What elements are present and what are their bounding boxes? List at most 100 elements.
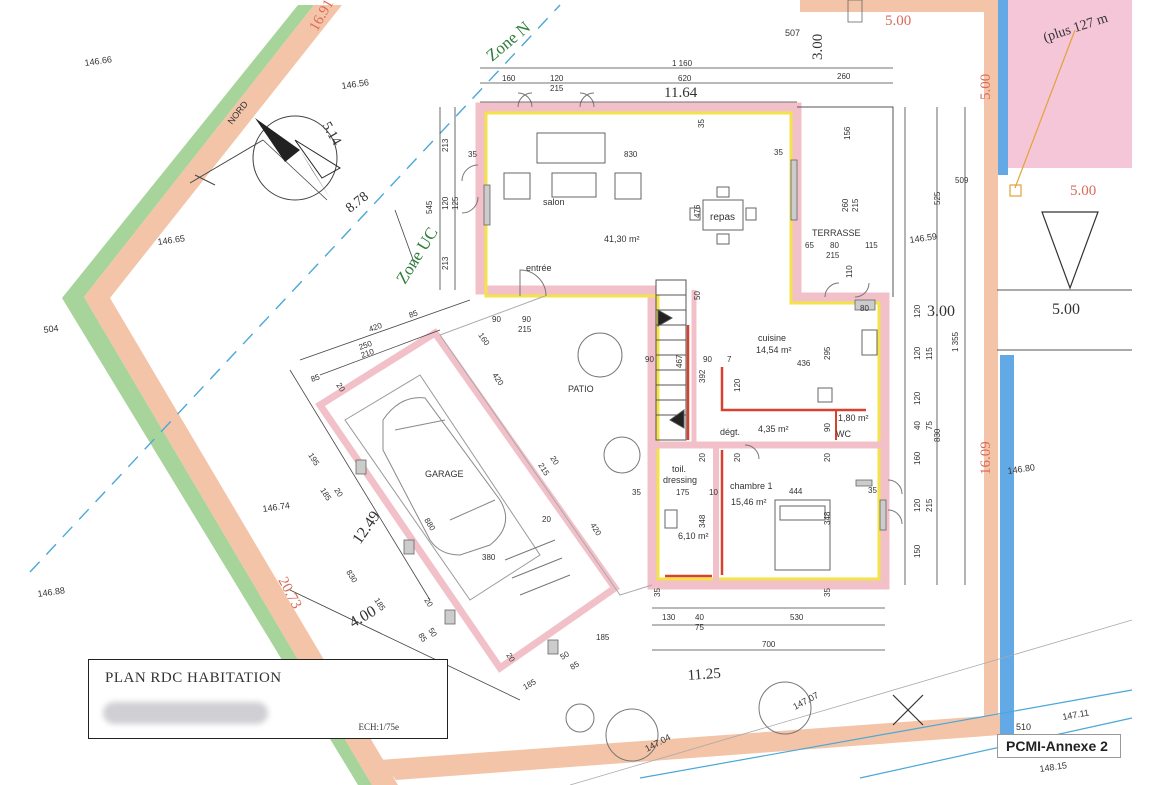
elevation: 147.11 [1062, 707, 1090, 722]
dim: 250 [358, 339, 374, 352]
room-garage: GARAGE [425, 469, 464, 479]
dim: 392 [698, 369, 707, 383]
dim: 260 [841, 198, 850, 212]
dim: 530 [790, 613, 804, 622]
living-area: 41,30 m² [604, 234, 640, 244]
dim: 50 [559, 649, 572, 662]
setback-strip-right [984, 0, 998, 735]
dim: 40 [913, 421, 922, 430]
elevation: 146.66 [84, 54, 113, 68]
dim: 125 [451, 196, 460, 210]
dim: 130 [662, 613, 676, 622]
dim: 185 [522, 677, 539, 692]
dim: 545 [425, 200, 434, 214]
room-patio: PATIO [568, 384, 594, 394]
dim: 120 [913, 498, 922, 512]
boundary-length: 5.00 [1070, 183, 1096, 199]
dim: 380 [482, 553, 496, 562]
dim: 85 [310, 372, 322, 384]
dim: 1 160 [672, 59, 693, 68]
room-dressing: dressing [663, 475, 697, 485]
annex-label: PCMI-Annexe 2 [1006, 738, 1108, 754]
setback-value: 12.49 [349, 508, 384, 547]
dim: 348 [823, 511, 832, 525]
elevation: 148.15 [1039, 760, 1068, 774]
dim: 20 [542, 515, 551, 524]
boundary-length: 5.00 [1052, 301, 1080, 318]
boundary-length: 5.00 [978, 74, 994, 100]
setback-strip-bottom [380, 715, 1000, 780]
annex-label-box: PCMI-Annexe 2 [997, 734, 1121, 758]
zone-boundary-line [29, 4, 561, 573]
room-chambre: chambre 1 [730, 481, 773, 491]
elevation: 146.74 [262, 500, 291, 514]
dim: 1 355 [951, 331, 960, 352]
dim: 115 [865, 241, 878, 250]
dim: 85 [569, 659, 582, 672]
dim: 213 [441, 138, 450, 152]
dim: 150 [913, 544, 922, 558]
dim: 467 [675, 354, 684, 368]
elevation: 146.65 [157, 233, 186, 247]
dim: 420 [490, 371, 505, 388]
staircase [655, 279, 687, 441]
dim: 830 [344, 568, 359, 585]
dim: 175 [676, 488, 690, 497]
dim: 215 [925, 498, 934, 512]
dim: 160 [476, 331, 491, 348]
dim: 700 [762, 640, 776, 649]
dim: 35 [868, 486, 877, 495]
degt-area: 4,35 m² [758, 424, 789, 434]
dim: 120 [913, 391, 922, 405]
setback-strip-left [84, 5, 398, 785]
dim: 120 [550, 74, 564, 83]
dim: 348 [698, 514, 707, 528]
dim: 90 [492, 315, 501, 324]
zone-uc-label: Zone UC [392, 224, 441, 287]
triangle-marker [1041, 211, 1099, 290]
dim: 10 [709, 488, 718, 497]
boundary-length: 5.00 [885, 13, 911, 29]
dim: 120 [913, 304, 922, 318]
north-arrow-icon [255, 118, 300, 162]
dim: 476 [693, 204, 702, 218]
setback-value: 8.78 [343, 189, 372, 216]
dim: 444 [789, 487, 803, 496]
dim: 215 [851, 198, 860, 212]
elevation: 146.56 [341, 77, 370, 91]
green-strip [62, 5, 372, 785]
plan-title: PLAN RDC HABITATION [105, 670, 282, 686]
setback-value: 11.25 [687, 666, 721, 684]
setback-value: 3.00 [810, 34, 826, 60]
dim: 7 [727, 355, 732, 364]
dim: 35 [468, 150, 477, 159]
dim: 35 [697, 119, 706, 128]
dim: 509 [955, 176, 969, 185]
dim: 420 [588, 521, 603, 538]
dim: 160 [913, 451, 922, 465]
dim: 90 [823, 423, 832, 432]
dim: 65 [805, 241, 814, 250]
dim: 185 [596, 633, 610, 642]
dim: 195 [306, 451, 321, 468]
room-toil: toil. [672, 464, 686, 474]
patio-outline [439, 295, 653, 596]
dim: 260 [837, 72, 851, 81]
dim: 40 [695, 613, 704, 622]
dim: 35 [774, 148, 783, 157]
setback-value: 4.00 [347, 603, 380, 632]
room-terrasse: TERRASSE [812, 228, 861, 238]
dim: 215 [518, 325, 532, 334]
setback-strip-top [800, 0, 990, 12]
blue-strip-top [998, 0, 1008, 175]
opening-markers [355, 0, 887, 655]
room-repas: repas [710, 212, 735, 223]
setback-value: 3.00 [927, 303, 955, 320]
title-block: PLAN RDC HABITATION ECH:1/75e [88, 659, 448, 739]
dim: 75 [695, 623, 704, 632]
dim: 525 [933, 191, 942, 205]
survey-marker [1009, 184, 1022, 197]
redacted-text [103, 702, 268, 724]
wc-area: 1,80 m² [838, 413, 869, 423]
